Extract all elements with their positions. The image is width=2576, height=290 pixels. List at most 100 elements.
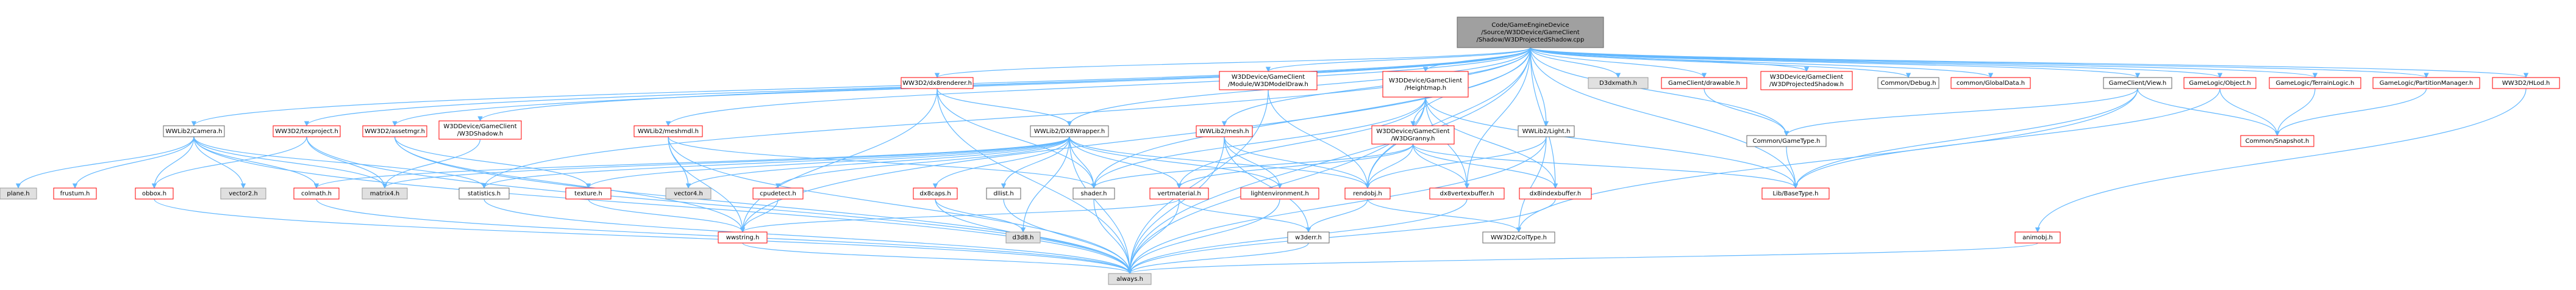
node-box-gc_granny	[1371, 125, 1455, 145]
node-label-statistics-0: statistics.h	[468, 190, 501, 197]
node-cpudetect: cpudetect.h	[752, 187, 804, 200]
edge-assetmgr-to-always	[394, 136, 1133, 274]
edge-statistics-to-always	[483, 198, 1133, 274]
node-mesh: WWLib2/mesh.h	[1196, 125, 1253, 137]
node-d3d8: d3d8.h	[1005, 231, 1041, 244]
edge-root-to-camera	[191, 47, 1531, 126]
node-box-vector2	[220, 187, 266, 200]
node-label-rendobj-0: rendobj.h	[1353, 190, 1382, 197]
node-coltype[interactable]: WW3D2/ColType.h	[1482, 231, 1555, 244]
node-light[interactable]: WWLib2/Light.h	[1518, 125, 1575, 137]
node-w3derr[interactable]: w3derr.h	[1287, 231, 1330, 244]
node-label-w3derr-0: w3derr.h	[1295, 234, 1322, 241]
node-box-colmath	[293, 187, 340, 200]
edge-assetmgr-to-texture	[394, 136, 591, 189]
edge-rendobj-to-coltype	[1367, 198, 1522, 233]
node-label-meshmdl-0: WWLib2/meshmdl.h	[638, 128, 699, 135]
edge-light-to-always	[1127, 136, 1547, 274]
edge-camera-to-frustum	[72, 136, 194, 189]
edge-root-to-modeldraw	[1265, 47, 1531, 72]
edge-gc_shadow-to-matrix4	[382, 139, 481, 189]
node-wwstring: wwstring.h	[718, 231, 768, 244]
node-box-hlod	[2492, 77, 2560, 89]
node-label-dx8indexbuffer-0: dx8indexbuffer.h	[1530, 190, 1581, 197]
node-box-lightenv	[1240, 187, 1319, 200]
edge-camera-to-always	[193, 136, 1133, 274]
edge-heightmap-to-basetype	[1425, 96, 1799, 189]
node-meshmdl: WWLib2/meshmdl.h	[633, 125, 703, 137]
node-label-obbox-0: obbox.h	[142, 190, 166, 197]
node-label-modeldraw-1: /Module/W3DModelDraw.h	[1228, 81, 1308, 88]
node-gametype[interactable]: Common/GameType.h	[1746, 135, 1827, 147]
node-label-matrix4-0: matrix4.h	[370, 190, 399, 197]
edge-root-to-gametype	[1530, 47, 1789, 136]
node-dx8indexbuffer: dx8indexbuffer.h	[1519, 187, 1592, 200]
edge-vertmaterial-to-w3derr	[1179, 198, 1311, 233]
edge-view-to-gametype	[1783, 88, 2138, 136]
edge-vertmaterial-to-always	[1127, 198, 1180, 274]
node-label-vertmaterial-0: vertmaterial.h	[1157, 190, 1201, 197]
edge-wwstring-to-always	[742, 242, 1133, 274]
edge-gc_granny-to-basetype	[1412, 143, 1799, 189]
node-label-heightmap-1: /Heightmap.h	[1405, 85, 1446, 92]
node-camera[interactable]: WWLib2/Camera.h	[163, 125, 225, 137]
node-label-d3d8-0: d3d8.h	[1013, 234, 1034, 241]
edge-root-to-d3dxmath	[1530, 47, 1621, 78]
node-label-root-0: Code/GameEngineDevice	[1491, 22, 1569, 29]
node-box-terrainlogic	[2269, 77, 2361, 89]
node-label-plane-0: plane.h	[7, 190, 29, 197]
node-box-light	[1518, 125, 1575, 137]
edge-dx8wrapper-to-cpudetect	[775, 136, 1070, 189]
edge-camera-to-plane	[15, 136, 194, 189]
edge-modeldraw-to-rendobj	[1268, 89, 1371, 189]
node-box-rendobj	[1344, 187, 1391, 200]
edge-root-to-debug	[1530, 47, 1911, 78]
node-label-dx8vertexbuffer-0: dx8vertexbuffer.h	[1440, 190, 1494, 197]
node-label-d3dxmath-0: D3dxmath.h	[1599, 80, 1637, 87]
edge-gc_granny-to-dx8vertexbuffer	[1412, 143, 1470, 189]
node-box-obbox	[135, 187, 174, 200]
node-partition: GameLogic/PartitionManager.h	[2372, 77, 2480, 89]
node-label-camera-0: WWLib2/Camera.h	[166, 128, 223, 135]
edge-lightenv-to-always	[1127, 198, 1280, 274]
node-label-view-0: GameClient/View.h	[2109, 80, 2166, 87]
node-dx8caps: dx8caps.h	[913, 187, 958, 200]
node-dx8wrapper[interactable]: WWLib2/DX8Wrapper.h	[1030, 125, 1109, 137]
edge-light-to-coltype	[1516, 136, 1547, 233]
node-dllist[interactable]: dllist.h	[986, 187, 1021, 200]
node-view[interactable]: GameClient/View.h	[2103, 77, 2172, 89]
node-label-gametype-0: Common/GameType.h	[1753, 138, 1821, 145]
edge-w3derr-to-always	[1127, 242, 1309, 274]
node-plane: plane.h	[0, 187, 37, 200]
edge-dx8wrapper-to-rendobj	[1069, 136, 1371, 189]
node-hlod: WW3D2/HLod.h	[2492, 77, 2560, 89]
edge-root-to-dx8vertexbuffer	[1464, 47, 1531, 189]
edge-dx8renderer-to-always	[937, 88, 1133, 274]
edge-root-to-gc_shadow	[477, 47, 1531, 121]
node-statistics[interactable]: statistics.h	[458, 187, 510, 200]
edge-object-to-basetype	[1793, 88, 2221, 189]
edge-view-to-coltype	[1516, 88, 2138, 233]
node-label-root-2: /Shadow/W3DProjectedShadow.cpp	[1477, 37, 1585, 43]
node-box-mesh	[1196, 125, 1253, 137]
node-debug[interactable]: Common/Debug.h	[1877, 77, 1939, 89]
edge-camera-to-statistics	[193, 136, 487, 189]
node-lightenv: lightenvironment.h	[1240, 187, 1319, 200]
edge-dx8wrapper-to-texture	[585, 136, 1070, 189]
node-box-heightmap	[1382, 71, 1469, 98]
node-box-plane	[0, 187, 37, 200]
node-root[interactable]: Code/GameEngineDevice/Source/W3DDevice/G…	[1457, 16, 1604, 48]
node-label-lightenv-0: lightenvironment.h	[1251, 190, 1308, 197]
node-snapshot: Common/Snapshot.h	[2240, 135, 2314, 147]
edge-root-to-view	[1530, 47, 2140, 78]
node-gc_granny: W3DDevice/GameClient/W3DGranny.h	[1371, 125, 1455, 145]
node-box-dx8wrapper	[1030, 125, 1109, 137]
node-shader[interactable]: shader.h	[1072, 187, 1115, 200]
edge-mesh-to-rendobj	[1224, 136, 1371, 189]
node-label-shader-0: shader.h	[1081, 190, 1107, 197]
edge-light-to-rendobj	[1365, 136, 1547, 189]
node-label-gc_granny-1: /W3DGranny.h	[1391, 136, 1435, 142]
edge-root-to-object	[1530, 47, 2222, 78]
node-object: GameLogic/Object.h	[2183, 77, 2257, 89]
node-vector2: vector2.h	[220, 187, 266, 200]
